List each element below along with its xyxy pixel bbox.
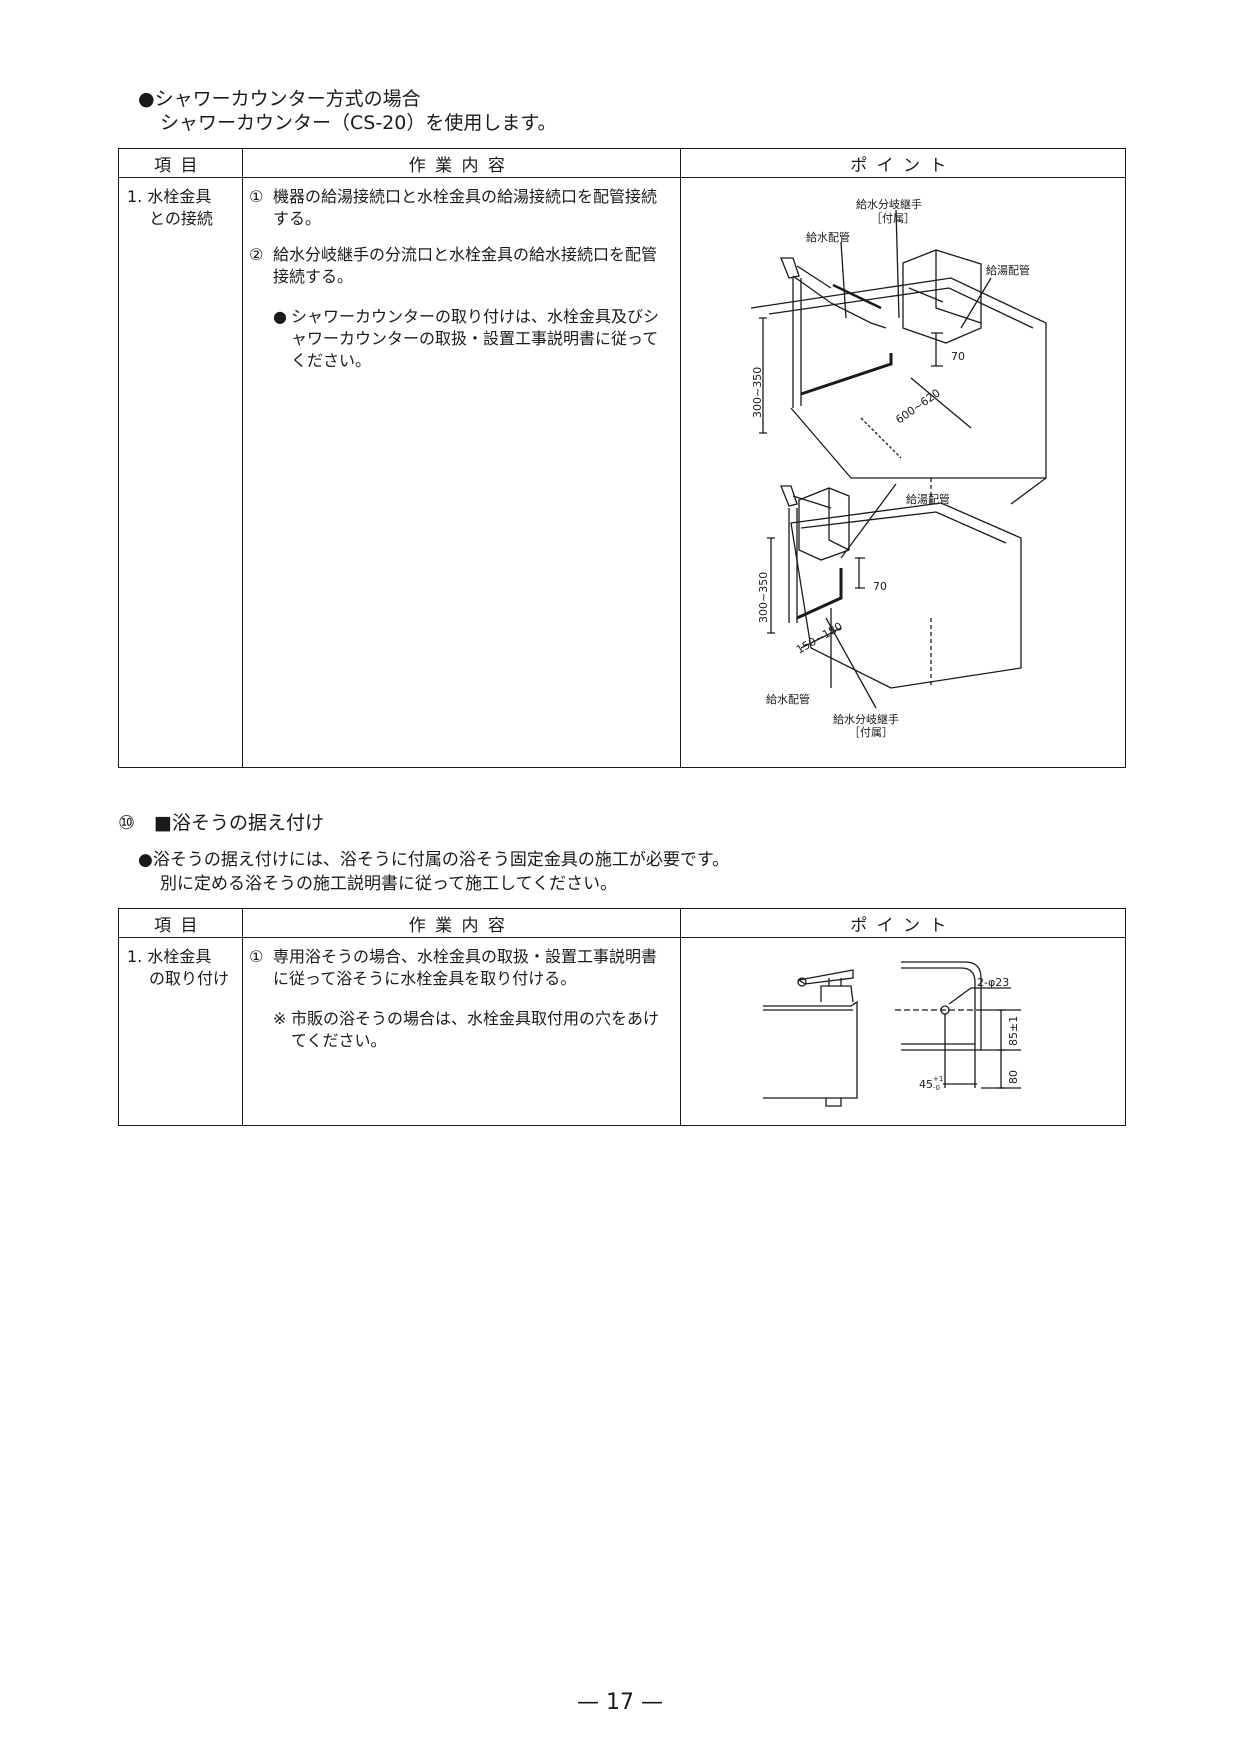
header-point: ポイント bbox=[680, 908, 1126, 938]
section-note-line: 別に定める浴そうの施工説明書に従って施工してください。 bbox=[160, 874, 618, 894]
item-title-cont: との接続 bbox=[149, 209, 213, 228]
item-title: 1. 水栓金具 bbox=[127, 947, 212, 966]
step-text: 給水分岐継手の分流口と水栓金具の給水接続口を配管接続する。 bbox=[273, 245, 658, 286]
header-point: ポイント bbox=[680, 148, 1126, 178]
label-hot-pipe: 給湯配管 bbox=[906, 492, 950, 506]
header-work: 作業内容 bbox=[242, 908, 681, 938]
item-title-cont: の取り付け bbox=[149, 969, 230, 988]
item-cell: 1. 水栓金具 との接続 bbox=[118, 177, 243, 768]
step-text: 機器の給湯接続口と水栓金具の給湯接続口を配管接続する。 bbox=[273, 187, 658, 228]
asterisk-icon: ※ bbox=[273, 1009, 287, 1028]
item-cell: 1. 水栓金具 の取り付け bbox=[118, 937, 243, 1126]
dim-70: 70 bbox=[951, 350, 965, 363]
faucet-figure: 2-φ23 85±1 80 45 +1 -0 bbox=[681, 938, 1125, 1124]
section-subheading: シャワーカウンター（CS-20）を使用します。 bbox=[160, 112, 557, 134]
spec-table-1: 項目 作業内容 ポイント 1. 水栓金具 との接続 ① 機器の給湯接続口と水栓金… bbox=[118, 148, 1126, 768]
dim-70: 70 bbox=[873, 580, 887, 593]
note-text: 市販の浴そうの場合は、水栓金具取付用の穴をあけてください。 bbox=[291, 1009, 660, 1050]
work-cell: ① 機器の給湯接続口と水栓金具の給湯接続口を配管接続する。 ② 給水分岐継手の分… bbox=[242, 177, 681, 768]
connection-figure: 給水分岐継手 ［付属］ 給水配管 給湯配管 70 300~350 600~620… bbox=[681, 178, 1125, 766]
dim-height: 300~350 bbox=[751, 367, 764, 418]
point-cell: 給水分岐継手 ［付属］ 給水配管 給湯配管 70 300~350 600~620… bbox=[680, 177, 1126, 768]
spec-table-2: 項目 作業内容 ポイント 1. 水栓金具 の取り付け ① 専用浴そうの場合、水栓… bbox=[118, 908, 1126, 1126]
dim-45-tol-minus: -0 bbox=[933, 1084, 940, 1092]
header-work: 作業内容 bbox=[242, 148, 681, 178]
dim-80: 80 bbox=[1007, 1070, 1020, 1084]
dim-height: 300~350 bbox=[757, 572, 770, 623]
faucet-mounting-illustration: 2-φ23 85±1 80 45 +1 -0 bbox=[763, 961, 1021, 1107]
step-number: ① bbox=[249, 947, 264, 966]
section-heading: ⑩ ■浴そうの据え付け bbox=[118, 812, 324, 834]
label-water-pipe: 給水配管 bbox=[766, 692, 810, 706]
dim-width: 600~620 bbox=[893, 386, 942, 426]
bullet-icon: ● bbox=[273, 307, 287, 326]
dim-45: 45 bbox=[919, 1078, 933, 1091]
dim-45-tol-plus: +1 bbox=[933, 1075, 943, 1083]
page-number: — 17 — bbox=[577, 1690, 663, 1715]
step-1: ① 機器の給湯接続口と水栓金具の給湯接続口を配管接続する。 bbox=[249, 186, 670, 230]
label-branch-joint: 給水分岐継手 bbox=[833, 712, 899, 726]
section-note-line: ●浴そうの据え付けには、浴そうに付属の浴そう固定金具の施工が必要です。 bbox=[138, 850, 730, 870]
bathtub-piping-illustration: 給水分岐継手 ［付属］ 給水配管 給湯配管 70 300~350 600~620… bbox=[750, 197, 1047, 739]
step-1: ① 専用浴そうの場合、水栓金具の取扱・設置工事説明書に従って浴そうに水栓金具を取… bbox=[249, 946, 670, 990]
dim-85: 85±1 bbox=[1007, 1016, 1020, 1046]
label-attached: ［付属］ bbox=[871, 212, 915, 225]
step-number: ① bbox=[249, 187, 264, 206]
header-item: 項目 bbox=[118, 148, 243, 178]
label-water-pipe: 給水配管 bbox=[806, 230, 850, 244]
section-heading: ●シャワーカウンター方式の場合 bbox=[138, 88, 421, 110]
item-title: 1. 水栓金具 bbox=[127, 187, 212, 206]
label-hot-pipe: 給湯配管 bbox=[986, 263, 1030, 277]
step-2: ② 給水分岐継手の分流口と水栓金具の給水接続口を配管接続する。 bbox=[249, 244, 670, 288]
note: ※ 市販の浴そうの場合は、水栓金具取付用の穴をあけてください。 bbox=[249, 1008, 670, 1052]
step-text: 専用浴そうの場合、水栓金具の取扱・設置工事説明書に従って浴そうに水栓金具を取り付… bbox=[273, 947, 658, 988]
work-cell: ① 専用浴そうの場合、水栓金具の取扱・設置工事説明書に従って浴そうに水栓金具を取… bbox=[242, 937, 681, 1126]
note: ● シャワーカウンターの取り付けは、水栓金具及びシャワーカウンターの取扱・設置工… bbox=[249, 306, 670, 372]
note-text: シャワーカウンターの取り付けは、水栓金具及びシャワーカウンターの取扱・設置工事説… bbox=[291, 307, 660, 370]
label-attached: ［付属］ bbox=[849, 726, 893, 739]
label-branch-joint: 給水分岐継手 bbox=[856, 197, 922, 211]
hole-spec: 2-φ23 bbox=[977, 976, 1009, 989]
point-cell: 2-φ23 85±1 80 45 +1 -0 bbox=[680, 937, 1126, 1126]
header-item: 項目 bbox=[118, 908, 243, 938]
step-number: ② bbox=[249, 245, 264, 264]
